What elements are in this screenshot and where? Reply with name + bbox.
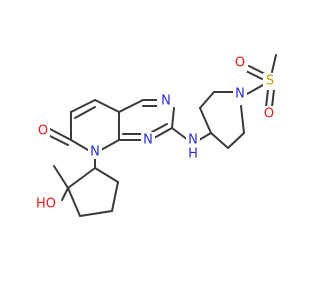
molecule-structure: N N N N H N O S O O HO xyxy=(0,0,300,300)
sulfonyl-oxygen-bottom: O xyxy=(264,107,274,122)
ring-n-lactam: N xyxy=(90,145,100,160)
bond xyxy=(118,99,144,113)
lactam-oxygen: O xyxy=(38,124,48,139)
bond xyxy=(199,91,215,109)
label-bg xyxy=(141,132,155,146)
bond xyxy=(210,132,229,149)
pyrimidine-n-top: N xyxy=(161,94,171,109)
hydroxyl-group: HO xyxy=(36,197,56,212)
sulfonyl-sulfur: S xyxy=(266,74,274,89)
amine-h: H xyxy=(188,147,198,162)
amine-n: N xyxy=(188,133,198,148)
label-bg xyxy=(88,145,102,159)
bond xyxy=(171,127,189,141)
label-bg xyxy=(263,73,277,90)
bond xyxy=(171,107,175,129)
bond xyxy=(67,167,96,189)
bond xyxy=(53,165,69,189)
bond xyxy=(70,139,89,151)
bond xyxy=(240,105,245,134)
label-bg xyxy=(233,86,247,102)
bond xyxy=(271,89,275,108)
bond xyxy=(94,167,119,183)
bond xyxy=(79,210,113,217)
label-bg xyxy=(186,134,200,160)
background xyxy=(0,0,300,300)
bond xyxy=(248,65,266,75)
bond xyxy=(74,106,96,119)
bond xyxy=(265,89,269,108)
bond xyxy=(47,134,69,146)
label-bg xyxy=(233,56,247,72)
label-bg xyxy=(262,106,276,122)
bond xyxy=(199,107,212,134)
label-bg xyxy=(33,196,59,212)
bond xyxy=(198,132,212,141)
bonds xyxy=(47,54,277,217)
bond xyxy=(111,181,119,212)
sulfonyl-oxygen-top: O xyxy=(235,56,245,71)
bond xyxy=(153,127,173,139)
bond xyxy=(67,187,81,217)
pyrimidine-n-bottom: N xyxy=(143,133,153,148)
bond xyxy=(271,54,277,73)
bond xyxy=(94,99,120,113)
bond xyxy=(151,123,168,133)
bond xyxy=(246,84,264,95)
label-bg xyxy=(157,94,171,108)
bond xyxy=(70,99,96,113)
atom-labels: N N N N H N O S O O HO xyxy=(33,56,277,212)
piperidine-n: N xyxy=(235,87,245,102)
bond xyxy=(227,132,245,149)
bond xyxy=(245,70,263,80)
bond xyxy=(100,139,120,151)
bond xyxy=(61,187,69,201)
label-bg xyxy=(36,124,50,140)
bond xyxy=(49,128,72,141)
